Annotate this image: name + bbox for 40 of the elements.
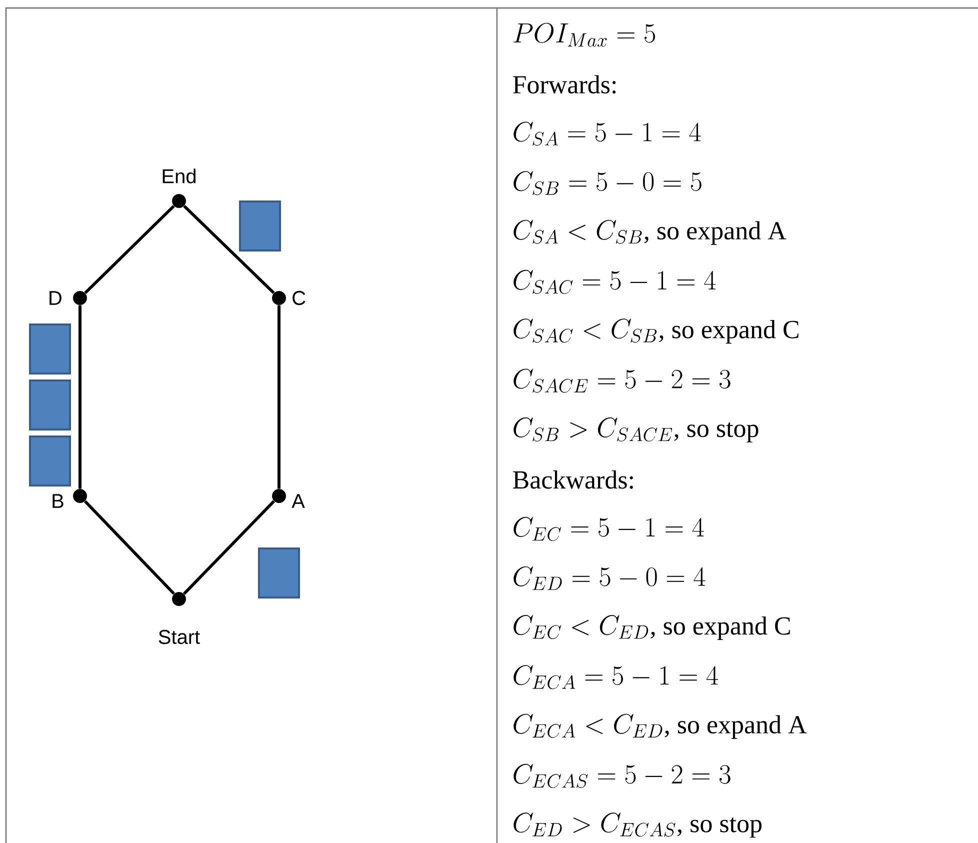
vertex-label: Start: [158, 630, 200, 644]
path-edge: [78, 305, 82, 489]
vertex-label: A: [292, 494, 305, 508]
path-edge: [183, 204, 275, 294]
path-edge: [278, 305, 280, 489]
path-edge: [84, 205, 175, 294]
vertex-label: D: [50, 291, 62, 305]
obstacle-square: [239, 200, 281, 252]
text-line: Forwards:: [513, 75, 616, 94]
vertex-label: End: [162, 168, 196, 184]
formula-line: $C_{EC} = 5 - 1 = 4$: [514, 516, 704, 541]
path-edge: [182, 500, 276, 595]
formula-line: $C_{ED} = 5 - 0 = 4$: [514, 566, 706, 590]
vertex-dot: [73, 291, 87, 305]
formula-line: $C_{ECAS} = 5 - 2 = 3$: [514, 764, 730, 788]
obstacle-square: [258, 548, 300, 598]
formula-line: $C_{EC} < C_{ED}\text{, so expand C}$: [514, 615, 790, 640]
formula-line: $C_{SACE} = 5 - 2 = 3$: [514, 368, 730, 393]
formula-line: $C_{SB} > C_{SACE}\text{, so stop}$: [514, 417, 758, 442]
formula-line: $POI_{Max} = 5$: [514, 22, 656, 47]
formula-line: $C_{SA} < C_{SB}\text{, so expand A}$: [514, 220, 786, 245]
formula-line: $C_{SAC} = 5 - 1 = 4$: [514, 270, 716, 294]
formula-line: $C_{SB} = 5 - 0 = 5$: [514, 171, 702, 196]
vertex-label: B: [52, 494, 64, 508]
vertex-dot: [172, 592, 186, 606]
text-line: Backwards:: [513, 470, 633, 489]
vertex-dot: [172, 194, 186, 208]
path-edge: [84, 500, 176, 595]
formula-line: $C_{ECA} = 5 - 1 = 4$: [514, 665, 718, 690]
obstacle-square: [29, 436, 71, 486]
formula-line: $C_{ED} > C_{ECAS}\text{, so stop}$: [514, 812, 762, 838]
formula-line: $C_{SAC} < C_{SB}\text{, so expand C}$: [514, 318, 798, 344]
vertex-dot: [272, 489, 286, 503]
vertex-dot: [272, 291, 286, 305]
obstacle-square: [29, 380, 71, 430]
formula-line: $C_{ECA} < C_{ED}\text{, so expand A}$: [514, 714, 807, 739]
vertex-dot: [73, 489, 87, 503]
obstacle-square: [29, 324, 71, 374]
formula-line: $C_{SA} = 5 - 1 = 4$: [514, 122, 701, 146]
vertex-label: C: [292, 290, 306, 306]
